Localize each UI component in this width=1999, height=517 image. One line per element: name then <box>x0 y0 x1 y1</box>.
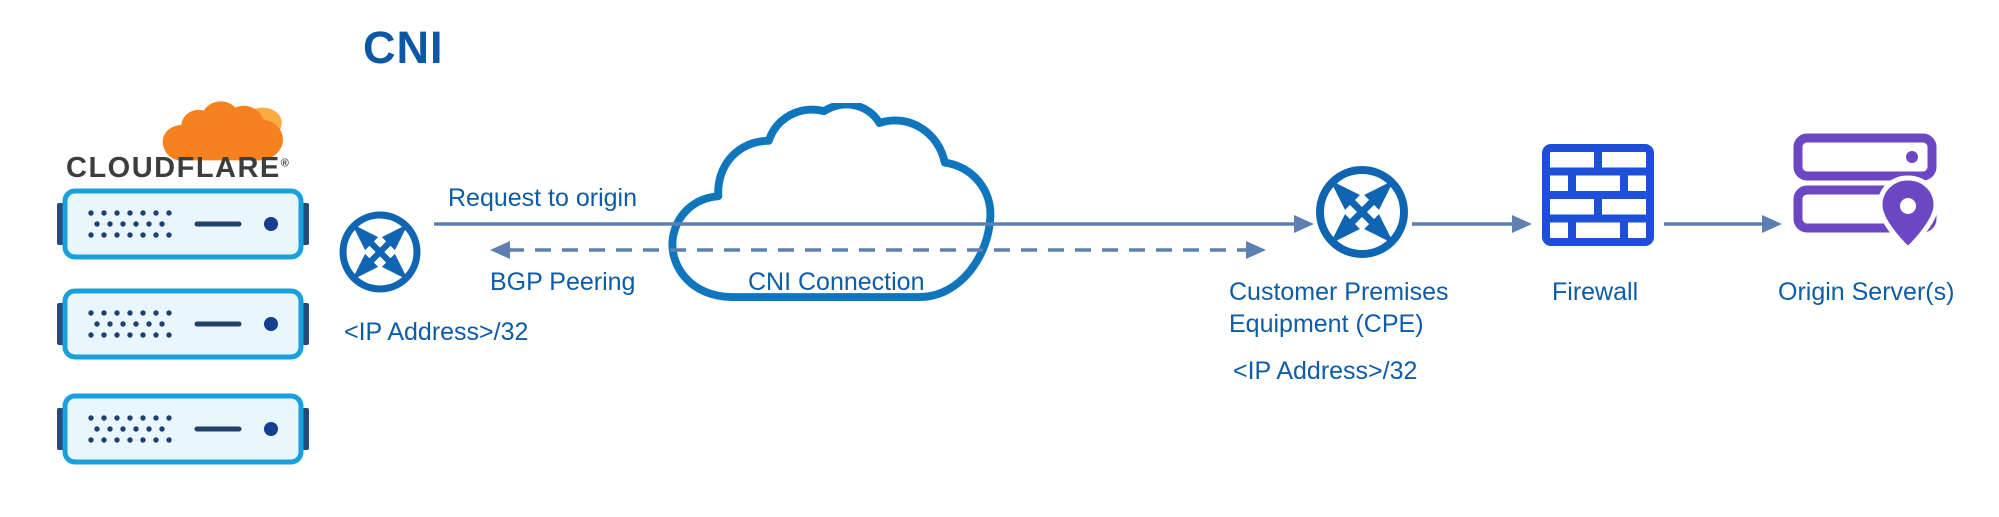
cloudflare-wordmark: CLOUDFLARE® <box>66 152 290 185</box>
server-icon <box>57 288 309 360</box>
server-icon <box>57 393 309 465</box>
server-stack <box>57 287 309 361</box>
firewall-icon <box>1540 142 1656 248</box>
bgp-peering-label: BGP Peering <box>490 268 636 296</box>
server-icon <box>57 188 309 260</box>
cpe-ip-label: <IP Address>/32 <box>1233 357 1418 385</box>
server-stack <box>57 392 309 466</box>
diagram-title: CNI <box>363 22 444 73</box>
cloudflare-logo-cloud-icon <box>158 100 290 170</box>
registered-mark: ® <box>280 157 291 170</box>
origin-server-icon <box>1790 128 1940 266</box>
cpe-to-firewall-arrow <box>1412 215 1532 233</box>
origin-server-label: Origin Server(s) <box>1778 278 1955 306</box>
cloudflare-wordmark-text: CLOUDFLARE <box>66 152 281 184</box>
firewall-label: Firewall <box>1552 278 1639 306</box>
location-pin-icon <box>1877 175 1939 253</box>
cpe-router-icon <box>1312 162 1412 262</box>
cni-connection-label: CNI Connection <box>748 268 925 296</box>
cloudflare-router-icon <box>336 208 424 296</box>
request-to-origin-label: Request to origin <box>448 184 638 212</box>
firewall-to-origin-arrow <box>1664 215 1782 233</box>
cloudflare-router-ip-label: <IP Address>/32 <box>344 318 529 346</box>
server-stack <box>57 187 309 261</box>
cpe-label: Customer Premises Equipment (CPE) <box>1229 278 1449 338</box>
